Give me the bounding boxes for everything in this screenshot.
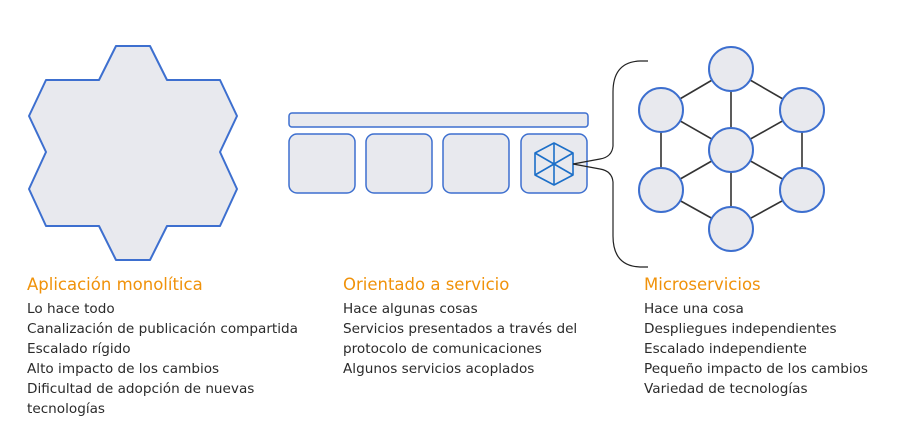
microservice-node [779,87,825,133]
column-title: Aplicación monolítica [27,275,203,294]
list-item: Escalado independiente [644,341,807,357]
service-box [442,133,510,194]
microservice-node [638,167,684,213]
cube-icon [534,142,574,186]
microservice-nodes [638,46,825,252]
feature-list: Hace una cosa Despliegues independientes… [644,299,899,399]
connector-lines [572,60,648,268]
feature-list: Hace algunas cosas Servicios presentados… [343,299,633,379]
list-item: Dificultad de adopción de nuevas [27,381,255,397]
feature-list: Lo hace todo Canalización de publicación… [27,299,317,419]
list-item: Hace algunas cosas [343,301,478,317]
column-service-oriented: Orientado a servicio Hace algunas cosas … [343,274,633,379]
service-bus-bar [288,112,589,128]
list-item: Canalización de publicación compartida [27,321,298,337]
list-item: Pequeño impacto de los cambios [644,361,869,377]
list-item: Alto impacto de los cambios [27,361,220,377]
list-item: Algunos servicios acoplados [343,361,535,377]
list-item: Escalado rígido [27,341,131,357]
microservice-node [708,46,754,92]
list-item: tecnologías [27,401,106,417]
list-item: Variedad de tecnologías [644,381,808,397]
column-title: Orientado a servicio [343,275,510,294]
list-item: Servicios presentados a través del [343,321,578,337]
microservice-node [638,87,684,133]
monolith-shape [28,45,238,261]
service-box [288,133,356,194]
list-item: protocolo de comunicaciones [343,341,542,357]
service-box [365,133,433,194]
microservice-node [708,127,754,173]
microservice-node [708,206,754,252]
list-item: Lo hace todo [27,301,115,317]
column-microservices: Microservicios Hace una cosa Despliegues… [644,274,899,399]
list-item: Despliegues independientes [644,321,837,337]
column-title: Microservicios [644,275,761,294]
list-item: Hace una cosa [644,301,744,317]
column-monolith: Aplicación monolítica Lo hace todo Canal… [27,274,317,419]
microservice-node [779,167,825,213]
